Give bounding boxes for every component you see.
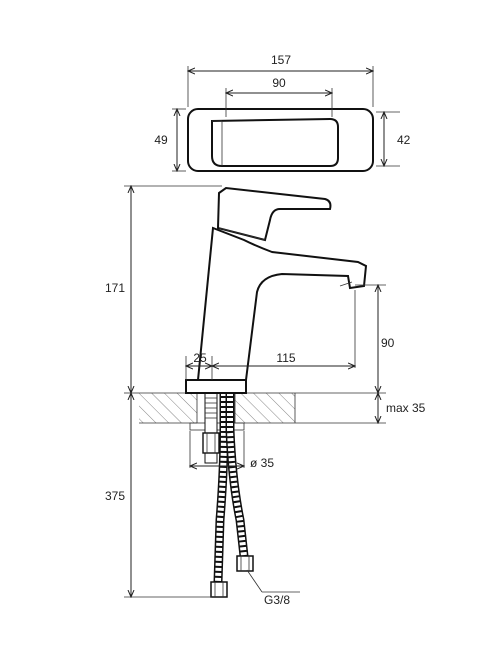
dim-label-dia35: ø 35 bbox=[250, 456, 274, 470]
dim-label-25: 25 bbox=[193, 351, 207, 365]
dim-label-171: 171 bbox=[105, 281, 125, 295]
faucet-body-spout bbox=[196, 226, 368, 381]
stud-nut bbox=[202, 432, 220, 454]
dim-label-90-top: 90 bbox=[272, 76, 286, 90]
top-view: 157 90 49 42 bbox=[154, 53, 411, 172]
hose-fitting-right bbox=[236, 555, 254, 572]
dim-label-90-spout: 90 bbox=[381, 336, 395, 350]
hose-fitting-left bbox=[210, 581, 228, 598]
dim-label-42: 42 bbox=[397, 133, 411, 147]
flexible-hoses bbox=[210, 393, 254, 598]
dim-label-max35: max 35 bbox=[386, 401, 426, 415]
faucet-lever-handle bbox=[216, 186, 332, 242]
dim-label-115: 115 bbox=[276, 351, 295, 365]
dim-label-375: 375 bbox=[105, 489, 125, 503]
top-view-lever-outline bbox=[211, 117, 339, 167]
thread-leader-line bbox=[246, 569, 263, 593]
thread-label: G3/8 bbox=[264, 593, 290, 607]
faucet-base bbox=[185, 379, 247, 394]
dim-label-49: 49 bbox=[154, 133, 168, 147]
side-view: 171 375 90 max 35 25 115 ø 35 G3/8 bbox=[105, 186, 426, 607]
dim-label-157: 157 bbox=[271, 53, 291, 67]
threaded-stud bbox=[202, 392, 220, 464]
